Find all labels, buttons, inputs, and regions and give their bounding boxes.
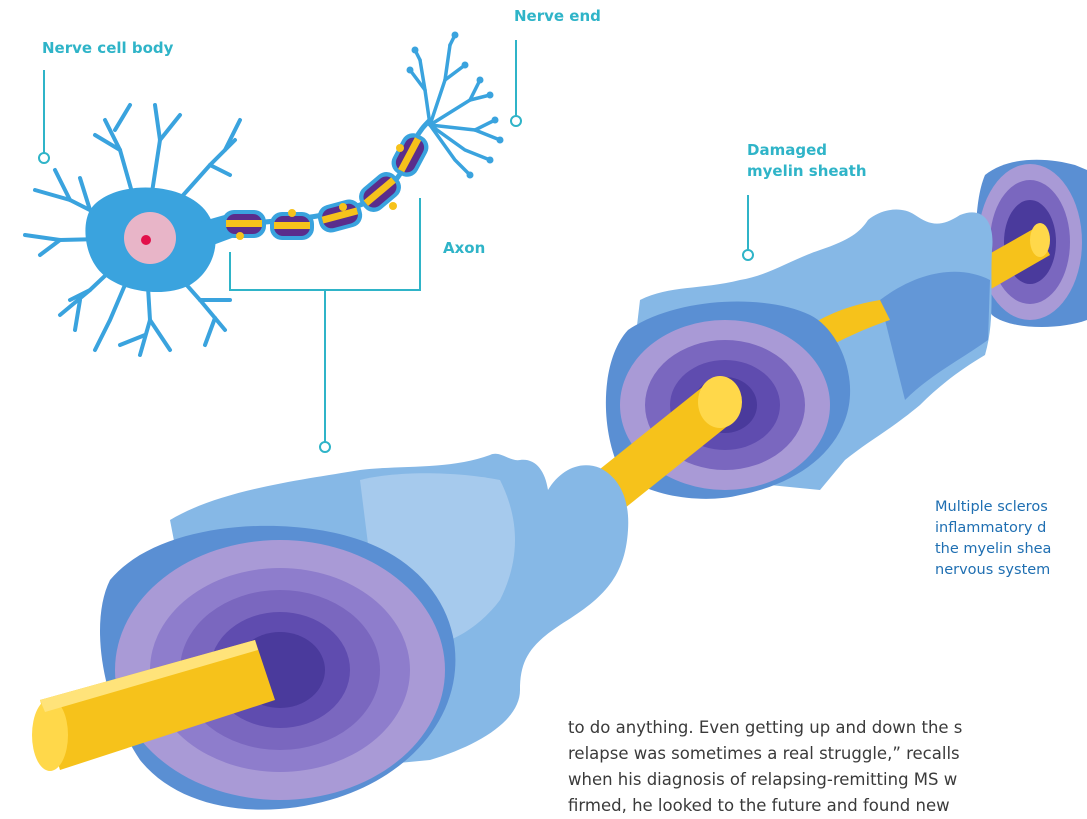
caption-line: the myelin shea bbox=[935, 539, 1051, 560]
caption-line: Multiple scleros bbox=[935, 497, 1051, 518]
label-axon: Axon bbox=[443, 238, 485, 259]
leader-dot-damaged-myelin bbox=[743, 250, 753, 260]
body-line: to do anything. Even getting up and down… bbox=[568, 715, 962, 741]
front-sheath-segment bbox=[100, 454, 628, 810]
label-damaged-myelin-sheath: Damaged myelin sheath bbox=[747, 140, 867, 182]
body-line: relapse was sometimes a real struggle,” … bbox=[568, 741, 962, 767]
caption-line: inflammatory d bbox=[935, 518, 1051, 539]
label-damaged-line2: myelin sheath bbox=[747, 161, 867, 182]
figure-caption: Multiple scleros inflammatory d the myel… bbox=[935, 497, 1051, 581]
label-nerve-cell-body: Nerve cell body bbox=[42, 38, 173, 59]
myelin-segments bbox=[222, 129, 433, 240]
caption-line: nervous system bbox=[935, 560, 1051, 581]
leader-dot-axon bbox=[320, 442, 330, 452]
leader-dot-nerve-cell-body bbox=[39, 153, 49, 163]
label-damaged-line1: Damaged bbox=[747, 140, 867, 161]
neuron bbox=[25, 32, 504, 356]
leader-dot-nerve-end bbox=[511, 116, 521, 126]
label-nerve-end: Nerve end bbox=[514, 6, 601, 27]
body-line: firmed, he looked to the future and foun… bbox=[568, 793, 962, 819]
body-line: when his diagnosis of relapsing-remittin… bbox=[568, 767, 962, 793]
article-body-text: to do anything. Even getting up and down… bbox=[568, 715, 962, 819]
